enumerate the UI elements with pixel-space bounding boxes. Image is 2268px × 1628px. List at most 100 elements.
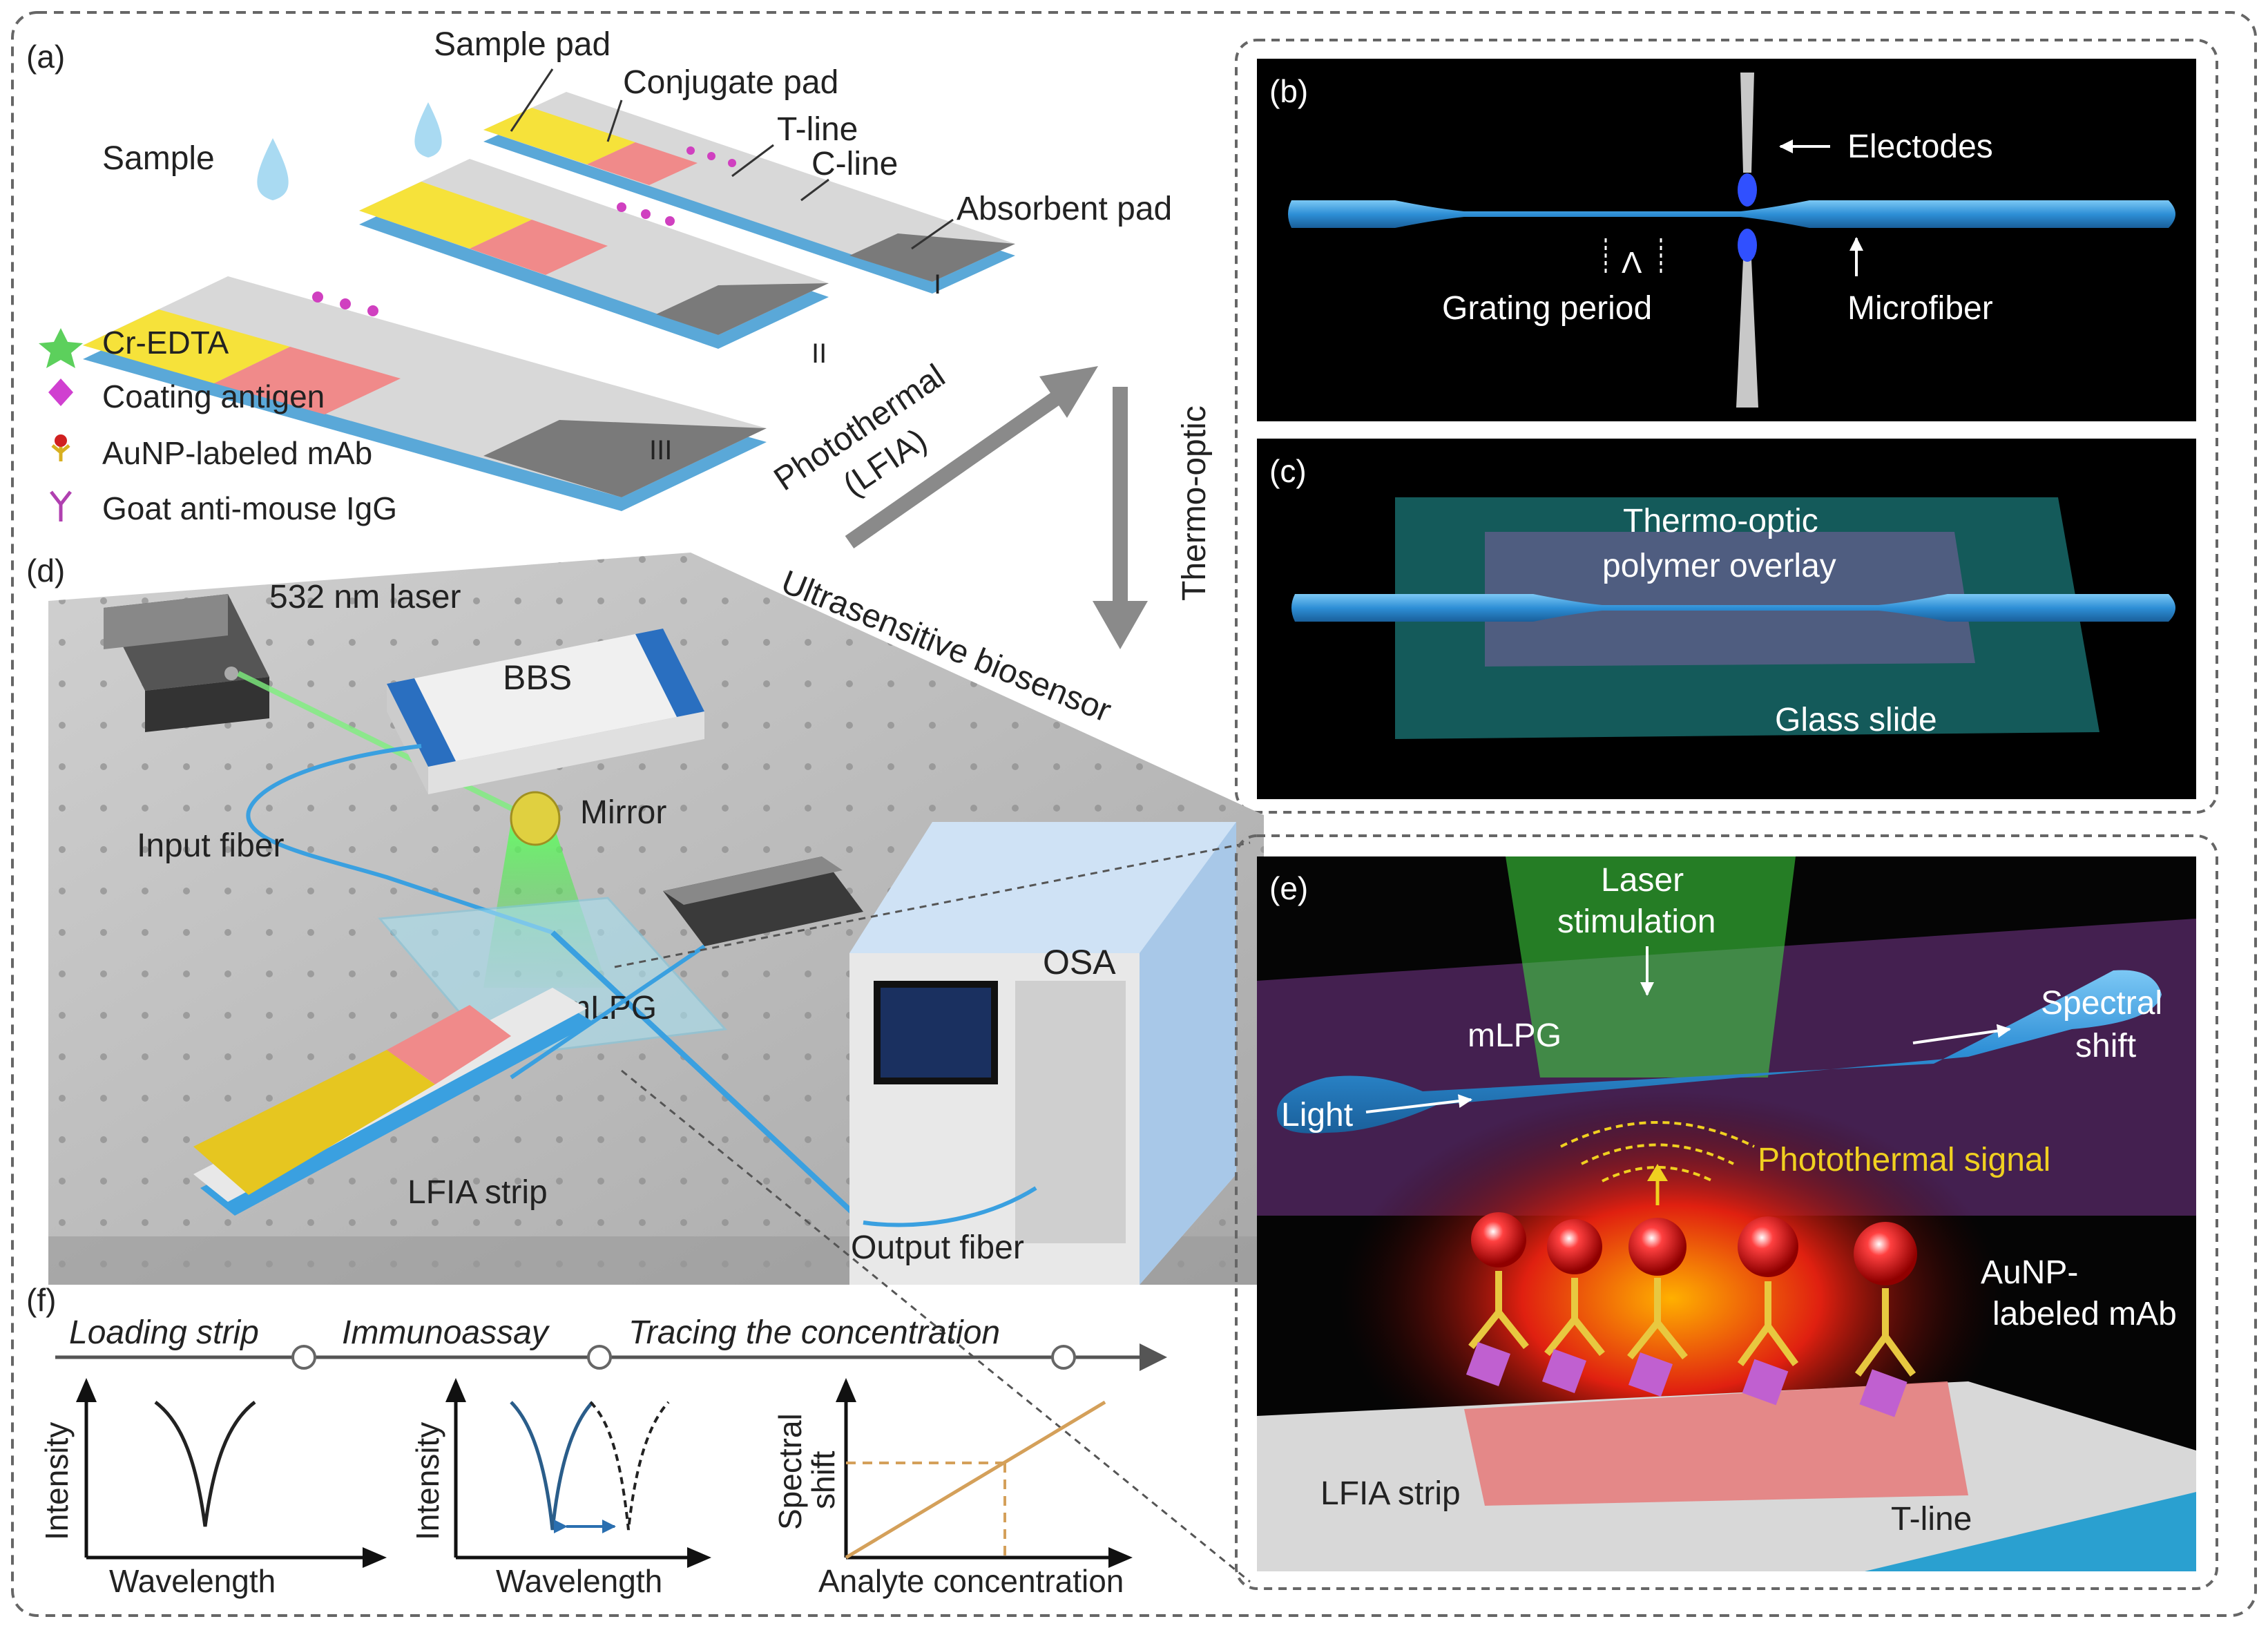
leader-c-line [800, 178, 829, 202]
label-absorbent-pad: Absorbent pad [957, 191, 1172, 227]
label-c-line: C-line [811, 146, 898, 182]
plot1-dip-curve [154, 1401, 256, 1527]
mlpg-fiber [550, 930, 865, 1225]
timeline-arrow-head [1140, 1343, 1167, 1371]
strip-label-ii: II [811, 338, 827, 369]
legend-item-coating-antigen: Coating antigen [48, 379, 325, 414]
panel-c: (c) Thermo-optic polymer overlay Glass s… [1257, 439, 2196, 799]
label-polymer-overlay: polymer overlay [1602, 548, 1836, 584]
label-sample-pad: Sample pad [434, 26, 611, 63]
label-spectral: Spectral [2041, 985, 2162, 1022]
cr-edta-icon [39, 328, 83, 368]
panel-f: (f) Loading strip Immunoassay Tracing th… [26, 1282, 1167, 1599]
legend-label-coating-antigen: Coating antigen [102, 379, 325, 414]
label-thermo-optic-flow: Thermo-optic [1176, 405, 1213, 601]
plot3-ylabel-1: Spectral [772, 1413, 808, 1530]
plot2-xlabel: Wavelength [496, 1563, 662, 1599]
plot2-y-arrow [445, 1378, 466, 1402]
label-output-fiber: Output fiber [851, 1229, 1024, 1266]
laser-532 [104, 594, 269, 732]
legend-item-cr-edta: Cr-EDTA [39, 325, 229, 368]
electrode-glow-top [1738, 173, 1757, 207]
timeline-node-2 [587, 1345, 612, 1370]
strip-label-iii: III [649, 435, 672, 466]
stage-block-top [663, 856, 843, 905]
legend-label-aunp-mab: AuNP-labeled mAb [102, 435, 372, 471]
label-stimulation: stimulation [1557, 903, 1716, 940]
bbs-box [387, 629, 704, 794]
panel-a: (a) III II I [26, 26, 1172, 526]
panel-b: (b) Λ Grating period Electodes Microfibe… [1257, 59, 2196, 421]
label-grating-period: Grating period [1442, 290, 1652, 327]
plot3-xlabel: Analyte concentration [818, 1563, 1124, 1599]
strip-iii: III [83, 276, 767, 511]
outer-frame [11, 11, 2257, 1617]
label-532-laser: 532 nm laser [269, 579, 461, 615]
photothermal-arcs [1560, 1121, 1755, 1182]
green-beam-e [1506, 856, 1796, 1078]
label-labeled-mab: labeled mAb [1992, 1296, 2177, 1332]
goat-igg-icon [50, 490, 72, 521]
label-mlpg-e: mLPG [1468, 1017, 1561, 1054]
zoom-line-1 [614, 841, 1251, 968]
strip-particles [312, 146, 736, 316]
panel-f-tag: (f) [26, 1282, 56, 1318]
label-aunp: AuNP- [1981, 1254, 2078, 1291]
plot3-x-arrow [1108, 1547, 1133, 1568]
label-input-fiber: Input fiber [137, 827, 284, 864]
lfia-strip-d [193, 988, 594, 1216]
step-immunoassay: Immunoassay [342, 1314, 550, 1351]
step-loading-strip: Loading strip [69, 1314, 259, 1351]
arrow-spectral-shift [1912, 1024, 2011, 1044]
electrode-top [1740, 73, 1754, 173]
microfiber-c [1291, 594, 2175, 622]
polymer-overlay [1485, 532, 1975, 667]
legend-label-cr-edta: Cr-EDTA [102, 325, 229, 361]
label-shift: shift [2075, 1028, 2136, 1064]
plot-2: Intensity Wavelength [410, 1378, 711, 1599]
leader-conjugate-pad [606, 99, 623, 142]
panel-e: (e) Laser stimulation mLPG Spectral shif… [1257, 856, 2196, 1571]
plot1-xlabel: Wavelength [109, 1563, 276, 1599]
plot2-dip-before [510, 1401, 594, 1531]
stage-line [510, 944, 706, 1080]
plot-3: Spectral shift Analyte concentration [772, 1378, 1133, 1599]
frame-bc [1235, 39, 2218, 814]
label-bbs: BBS [503, 658, 572, 697]
arrow-photothermal-head [1039, 366, 1098, 418]
legend-label-goat-igg: Goat anti-mouse IgG [102, 490, 397, 526]
step-tracing: Tracing the concentration [628, 1314, 1000, 1351]
electrode-bottom [1736, 259, 1758, 408]
leader-absorbent-pad [911, 218, 954, 250]
panel-b-tag: (b) [1269, 73, 1308, 109]
timeline-node-1 [291, 1345, 316, 1370]
label-electrodes: Electodes [1847, 128, 1993, 165]
arrow-photothermal [845, 376, 1082, 549]
plot2-ylabel: Intensity [410, 1422, 445, 1540]
label-lfia-strip-d: LFIA strip [407, 1174, 548, 1211]
plot1-x-arrow [363, 1547, 387, 1568]
strip-i: I [483, 92, 1015, 300]
label-photothermal-signal: Photothermal signal [1758, 1142, 2050, 1178]
label-t-line-e: T-line [1891, 1501, 1972, 1538]
arrow-up-signal-head [1647, 1164, 1668, 1181]
aunp-mab-icon [51, 434, 70, 461]
green-beam-1 [237, 671, 526, 818]
electrode-glow-bottom [1738, 229, 1757, 262]
label-microfiber: Microfiber [1847, 290, 1993, 327]
sample-droplet-2 [414, 102, 442, 157]
legend-item-aunp-mab: AuNP-labeled mAb [51, 434, 372, 471]
leader-sample-pad [510, 68, 554, 132]
strip-edge-e [1865, 1492, 2196, 1571]
label-conjugate-pad: Conjugate pad [623, 64, 838, 101]
zoom-line-2 [621, 1069, 1251, 1583]
panel-a-tag: (a) [26, 39, 65, 75]
plot3-ylabel-2: shift [805, 1450, 841, 1509]
panel-c-tag: (c) [1269, 453, 1307, 489]
sample-droplet-1 [257, 138, 289, 200]
label-thermo-optic-c: Thermo-optic [1623, 503, 1818, 539]
label-t-line: T-line [777, 111, 858, 148]
plot2-x-arrow [687, 1547, 711, 1568]
label-lfia-strip-e: LFIA strip [1320, 1475, 1461, 1512]
